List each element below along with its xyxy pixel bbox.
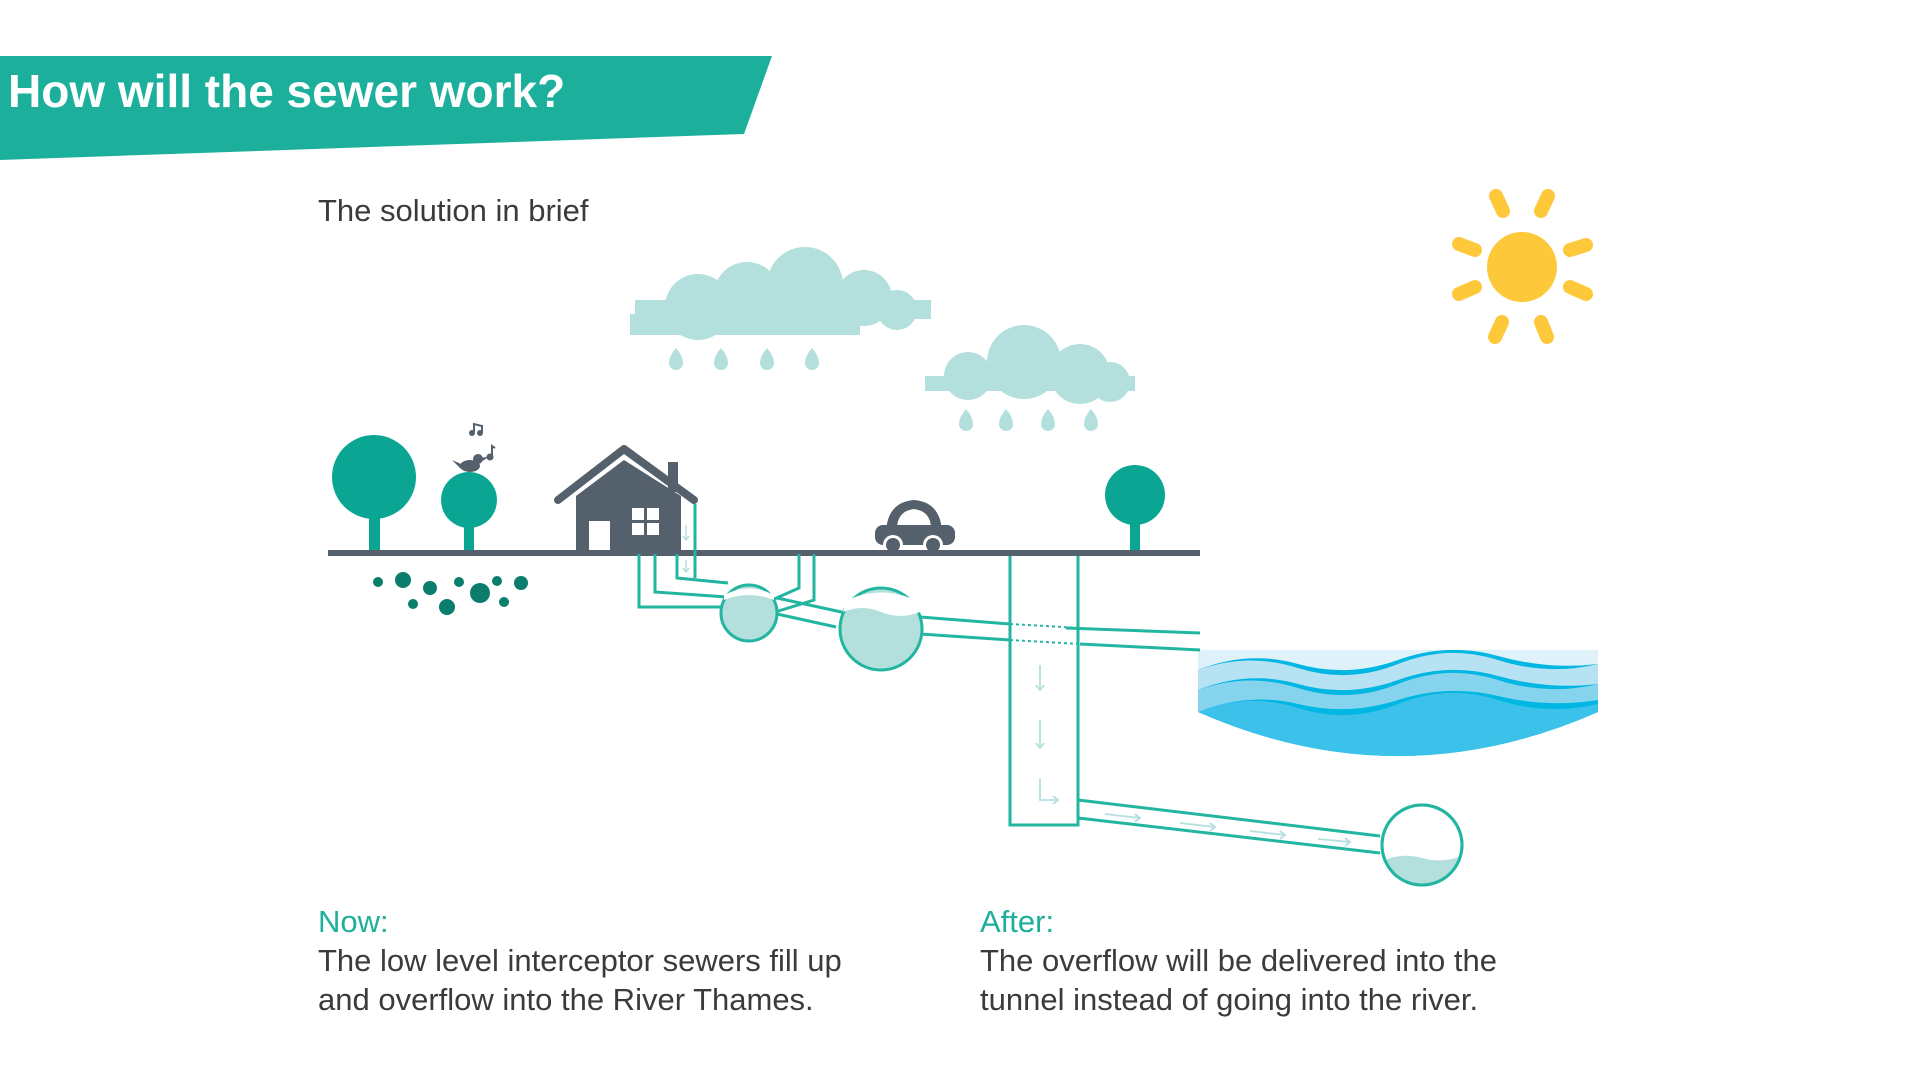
title-banner-shape bbox=[0, 56, 772, 160]
flow-arrows bbox=[1035, 665, 1352, 847]
bird-icon bbox=[452, 454, 489, 472]
river-thames bbox=[1198, 650, 1598, 756]
raindrop-icon bbox=[669, 348, 683, 370]
raindrops bbox=[959, 409, 1098, 431]
page-title: How will the sewer work? bbox=[8, 65, 566, 117]
now-line-1: The low level interceptor sewers fill up bbox=[318, 943, 842, 978]
tree-icon bbox=[332, 435, 416, 555]
soil-dots bbox=[373, 572, 528, 615]
after-line-1: The overflow will be delivered into the bbox=[980, 943, 1497, 978]
flow-arrows bbox=[682, 525, 690, 574]
after-description: The overflow will be delivered into the … bbox=[980, 941, 1497, 1019]
raindrop-icon bbox=[714, 348, 728, 370]
tree-icon bbox=[1105, 465, 1165, 555]
after-heading: After: bbox=[980, 904, 1055, 939]
sun-icon bbox=[1452, 189, 1593, 344]
raindrops bbox=[669, 348, 819, 370]
raindrop-icon bbox=[805, 348, 819, 370]
raindrop-icon bbox=[1041, 409, 1055, 431]
after-line-2: tunnel instead of going into the river. bbox=[980, 982, 1479, 1017]
raindrop-icon bbox=[999, 409, 1013, 431]
cloud-icon bbox=[925, 325, 1135, 404]
music-note-icon bbox=[469, 422, 496, 461]
now-line-2: and overflow into the River Thames. bbox=[318, 982, 814, 1017]
cloud-icon bbox=[630, 247, 931, 340]
house-icon bbox=[554, 445, 698, 553]
page-subtitle: The solution in brief bbox=[318, 193, 589, 228]
tunnel-shaft bbox=[1008, 556, 1381, 855]
sewer-chamber bbox=[719, 583, 779, 643]
sewer-chamber bbox=[838, 586, 924, 672]
raindrop-icon bbox=[760, 348, 774, 370]
title-banner bbox=[0, 56, 772, 160]
tree-icon bbox=[441, 472, 497, 555]
raindrop-icon bbox=[1084, 409, 1098, 431]
now-heading: Now: bbox=[318, 904, 389, 939]
raindrop-icon bbox=[959, 409, 973, 431]
tunnel-chamber bbox=[1380, 803, 1464, 887]
car-icon bbox=[875, 500, 955, 555]
now-description: The low level interceptor sewers fill up… bbox=[318, 941, 842, 1019]
interceptor-sewer bbox=[637, 504, 1201, 652]
